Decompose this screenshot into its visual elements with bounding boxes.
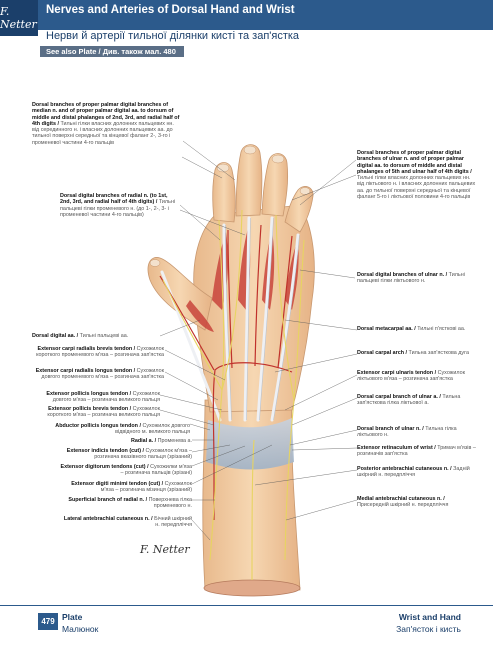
label-dorsal-prop-palmar-median: Dorsal branches of proper palmar digital… <box>32 102 180 146</box>
label-lateral-antebrachial: Lateral antebrachial cutaneous n. / Бічн… <box>63 516 192 529</box>
footer-plate-en: Plate <box>62 612 83 622</box>
footer-section-en: Wrist and Hand <box>398 612 461 622</box>
label-dorsal-branch-ulnar: Dorsal branch of ulnar n. / Тильна гілка… <box>357 426 457 439</box>
little-finger <box>284 186 314 233</box>
label-dorsal-digital-ulnar: Dorsal digital branches of ulnar n. / Ти… <box>357 272 465 285</box>
plate-title: Nerves and Arteries of Dorsal Hand and W… <box>46 4 295 16</box>
page-number: 479 <box>38 613 58 630</box>
footer-section-ua: Зап'ясток і кисть <box>396 624 461 634</box>
label-ed: Extensor digitorum tendons (cut) / Сухож… <box>60 464 192 477</box>
plate-subtitle: Нерви й артерії тильної ділянки кисті та… <box>46 30 300 42</box>
label-dorsal-metacarpal: Dorsal metacarpal aa. / Тильні п'ясткові… <box>357 326 466 332</box>
forearm-cut <box>203 579 301 597</box>
label-dorsal-carpal-ulnar: Dorsal carpal branch of ulnar a. / Тильн… <box>357 394 461 407</box>
label-medial-antebrachial: Medial antebrachial cutaneous n. / Присе… <box>357 496 449 509</box>
see-also-badge[interactable]: See also Plate / Див. також мал. 480 <box>40 46 184 57</box>
label-edm: Extensor digiti minimi tendon (cut) / Су… <box>71 481 192 494</box>
label-apl: Abductor pollicis longus tendon / Сухожи… <box>55 423 190 436</box>
label-ecr-longus: Extensor carpi radialis longus tendon / … <box>35 368 164 381</box>
label-dorsal-digital-aa: Dorsal digital aa. / Тильні пальцеві аа. <box>32 333 129 339</box>
nerves <box>162 209 305 581</box>
footer-plate-ua: Малюнок <box>62 624 99 634</box>
label-dorsal-digital-radial: Dorsal digital branches of radial n. (to… <box>60 193 176 218</box>
label-ecr-brevis: Extensor carpi radialis brevis tendon / … <box>36 346 164 359</box>
label-extensor-retinaculum: Extensor retinaculum of wrist / Тримач м… <box>357 445 476 458</box>
label-epb: Extensor pollicis brevis tendon / Сухожи… <box>47 406 160 419</box>
label-superficial-radial: Superficial branch of radial n. / Поверх… <box>68 497 192 510</box>
fingernails <box>149 145 311 267</box>
middle-finger <box>235 144 263 217</box>
label-dorsal-carpal-arch: Dorsal carpal arch / Тильна зап'ясткова … <box>357 350 469 356</box>
label-dorsal-prop-palmar-ulnar: Dorsal branches of proper palmar digital… <box>357 150 476 201</box>
label-ecu: Extensor carpi ulnaris tendon / Сухожило… <box>357 370 465 383</box>
label-eip: Extensor indicis tendon (cut) / Сухожило… <box>66 448 192 461</box>
netter-logo: F. Netter <box>0 0 38 36</box>
footer-rule <box>0 605 493 606</box>
label-epl: Extensor pollicis longus tendon / Сухожи… <box>46 391 160 404</box>
artist-signature: F. Netter <box>140 543 190 556</box>
hand-dorsum <box>193 204 315 413</box>
header-bar <box>0 0 493 30</box>
label-radial-a: Radial a. / Променева а. <box>130 438 192 444</box>
leader-lines <box>159 140 358 541</box>
extensor-tendons <box>160 216 300 422</box>
extensor-retinaculum <box>206 418 294 470</box>
label-post-antebrachial: Posterior antebrachial cutaneous n. / За… <box>357 466 470 479</box>
tendon-outlines <box>225 217 300 421</box>
ring-finger <box>261 153 289 217</box>
index-finger <box>212 162 236 223</box>
